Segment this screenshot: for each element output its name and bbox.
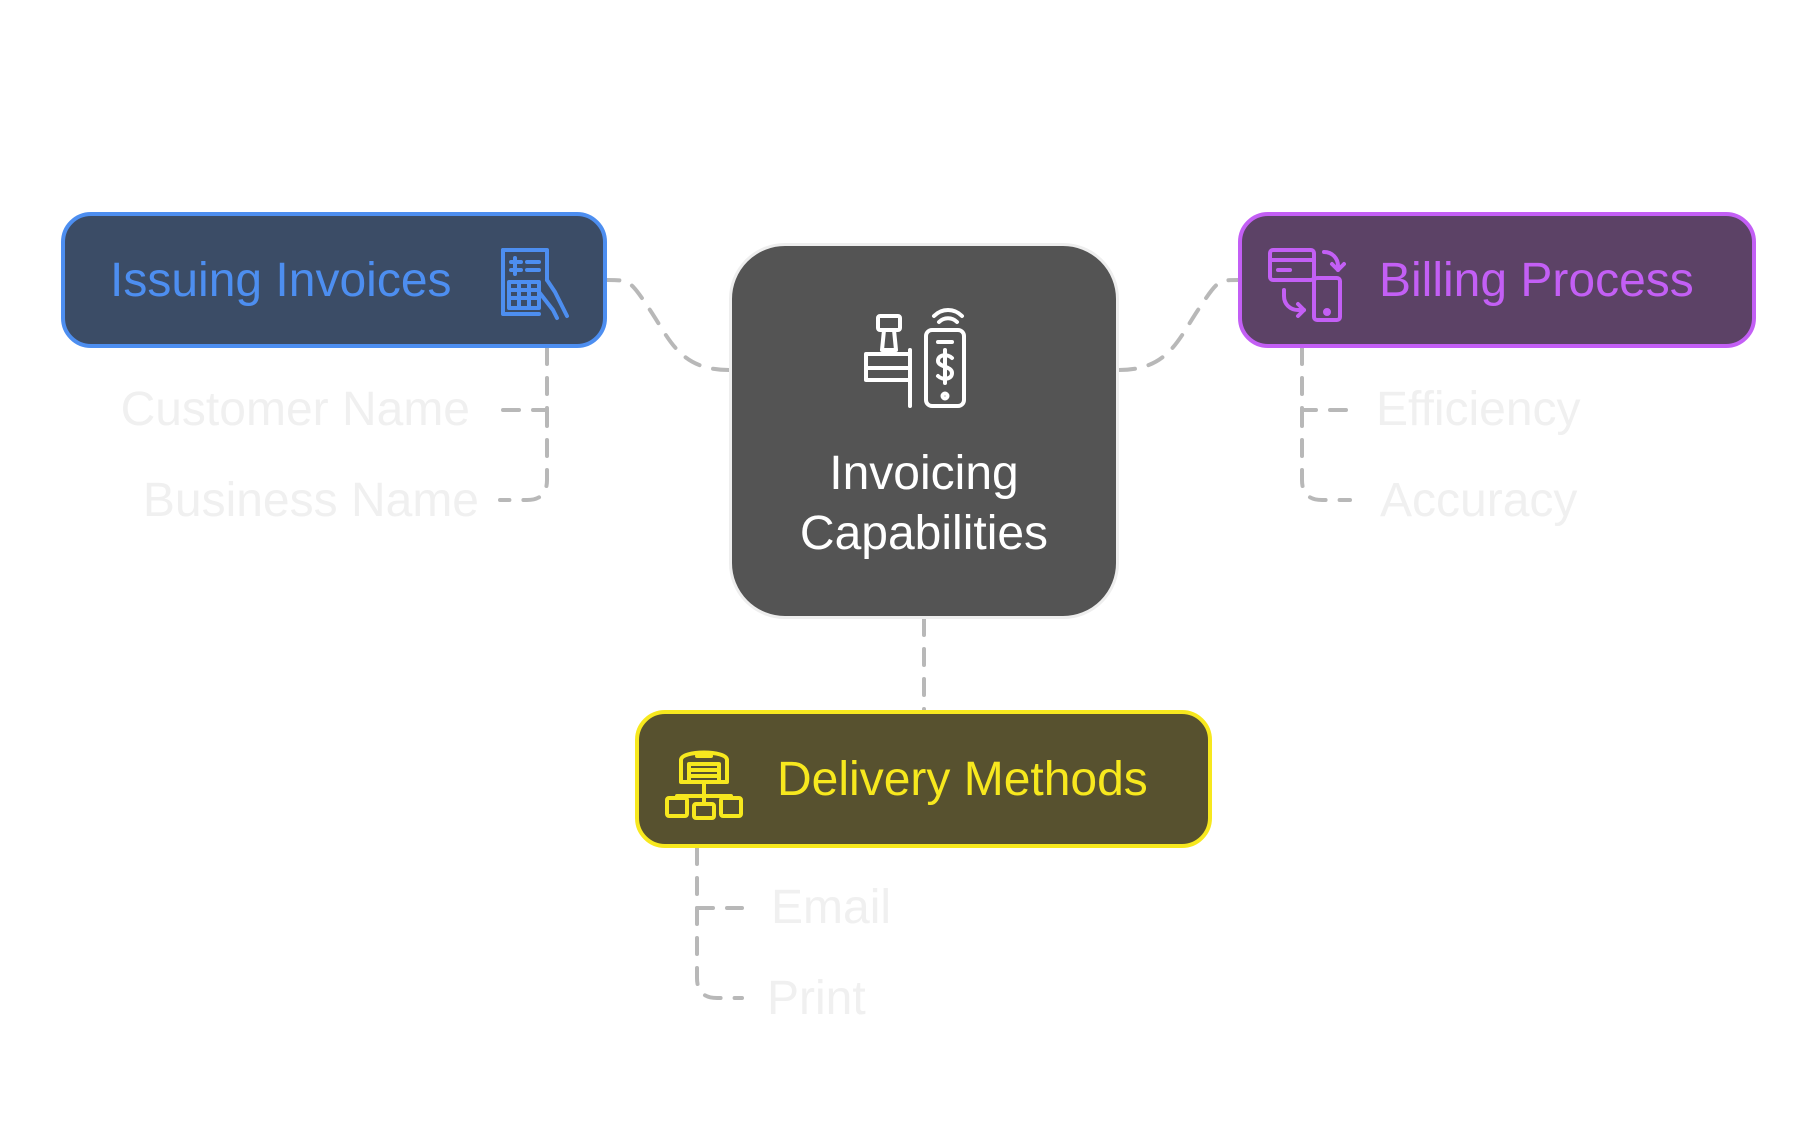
- center-node[interactable]: Invoicing Capabilities: [729, 243, 1119, 619]
- leaf-accuracy: Accuracy: [1380, 474, 1578, 527]
- branch-billing-process[interactable]: Billing Process: [1238, 212, 1756, 348]
- connector-center-to-billing: [1117, 278, 1240, 372]
- branch-delivery-methods-label: Delivery Methods: [777, 752, 1148, 806]
- connector-center-to-issuing: [605, 278, 731, 372]
- branch-billing-process-label: Billing Process: [1379, 253, 1694, 307]
- center-node-label: Invoicing Capabilities: [799, 447, 1049, 560]
- branch-delivery-methods[interactable]: Delivery Methods: [635, 710, 1212, 848]
- branch-issuing-invoices[interactable]: Issuing Invoices: [61, 212, 607, 348]
- branch-issuing-invoices-label: Issuing Invoices: [110, 253, 452, 307]
- leaf-customer-name: Customer Name: [120, 383, 470, 436]
- connector-delivery-to-print: [695, 906, 744, 1000]
- connector-billing-to-efficiency: [1300, 346, 1352, 412]
- connector-issuing-to-customer-name: [498, 346, 549, 412]
- leaf-email: Email: [771, 881, 892, 934]
- invoice-document-hand-icon: [501, 248, 569, 320]
- cash-register-mobile-payment-icon: [864, 308, 966, 408]
- leaf-business-name: Business Name: [142, 474, 479, 527]
- leaf-efficiency: Efficiency: [1376, 383, 1581, 436]
- leaf-print: Print: [767, 972, 866, 1025]
- connector-delivery-to-email: [695, 846, 744, 910]
- warehouse-distribution-icon: [665, 750, 743, 820]
- connector-billing-to-accuracy: [1300, 408, 1352, 502]
- card-to-phone-transfer-icon: [1268, 248, 1346, 322]
- connector-issuing-to-business-name: [498, 408, 549, 502]
